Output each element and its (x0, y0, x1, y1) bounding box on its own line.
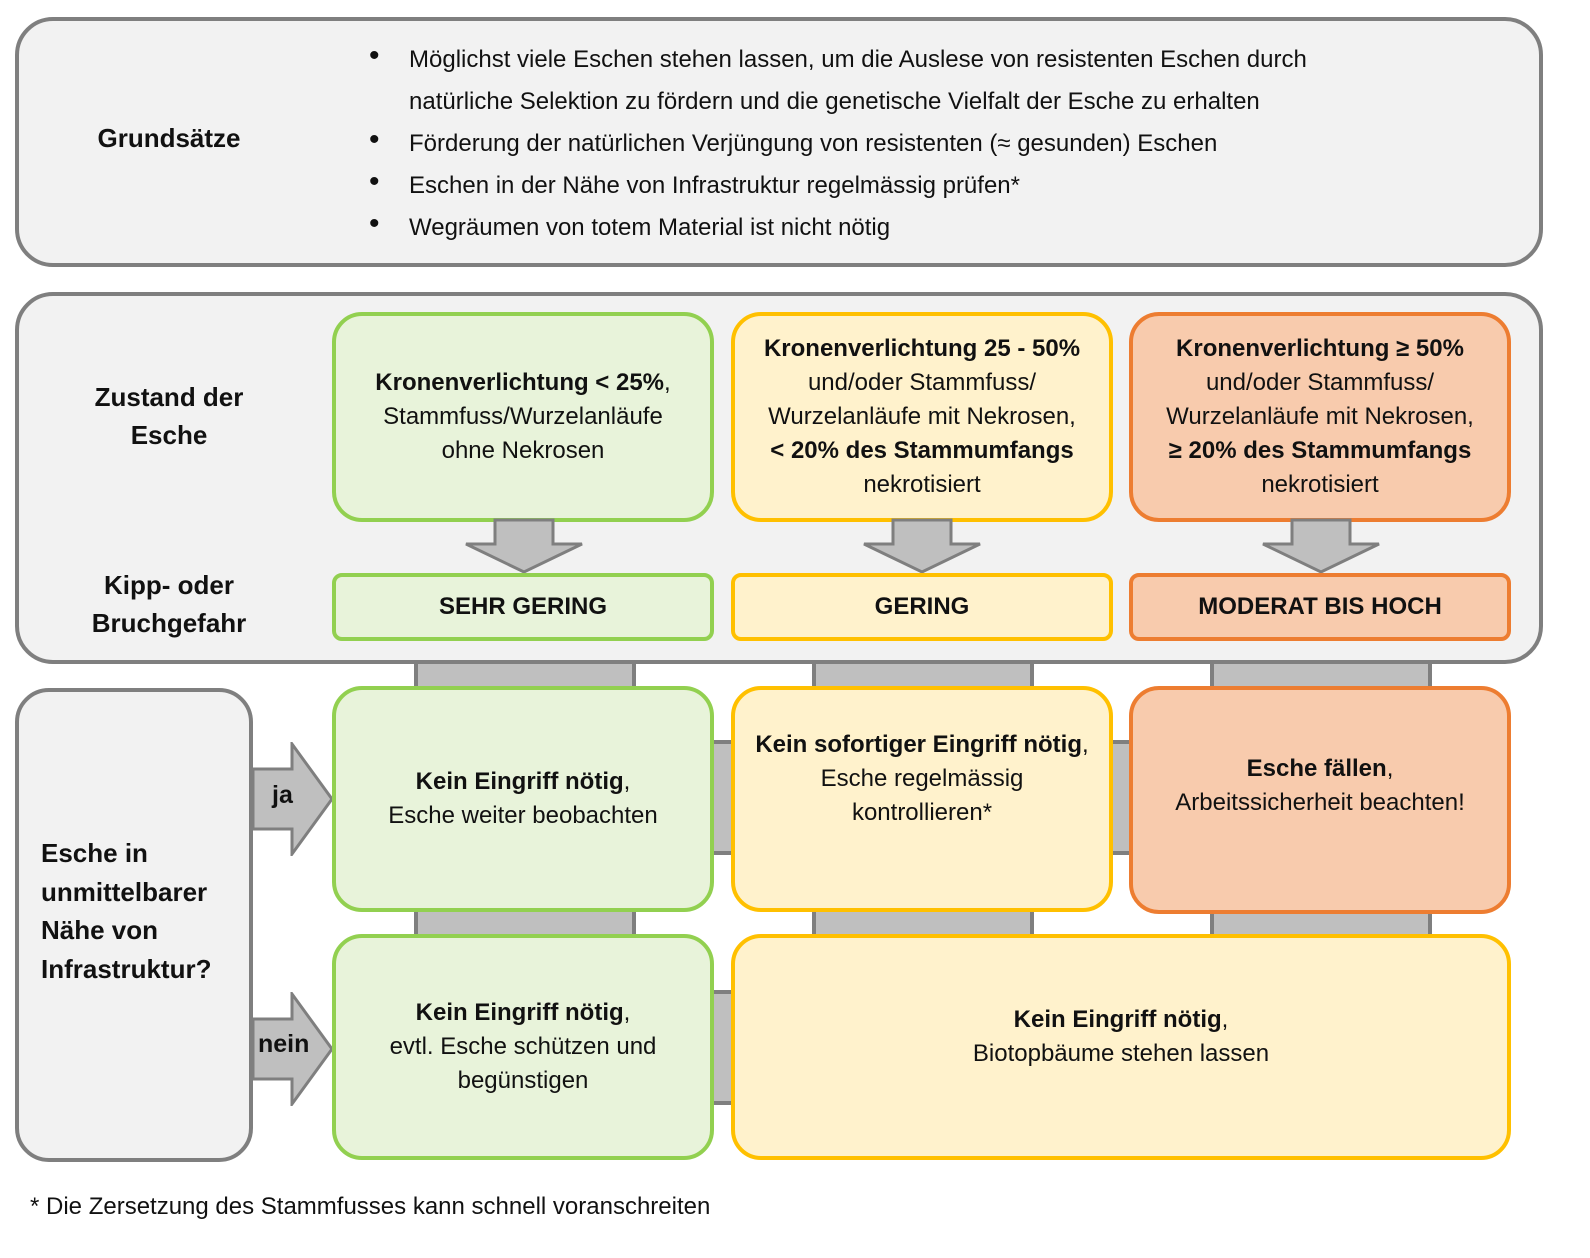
yes-label: ja (272, 781, 293, 809)
condition-line: Stammfuss/Wurzelanläufe (383, 403, 663, 430)
principles-panel: Grundsätze Möglichst viele Eschen stehen… (15, 17, 1543, 267)
principles-label: Grundsätze (97, 123, 241, 153)
condition-line: und/oder Stammfuss/ (807, 369, 1037, 396)
action-no-low-to-high: Kein Eingriff nötig, Biotopbäume stehen … (731, 934, 1511, 1160)
principle-item: Wegräumen von totem Material ist nicht n… (369, 203, 1469, 249)
condition-line: nekrotisiert (1261, 471, 1379, 498)
infrastructure-question-panel: Esche in unmittelbarer Nähe von Infrastr… (15, 688, 253, 1162)
action-yes-very-low: Kein Eingriff nötig, Esche weiter beobac… (332, 686, 714, 912)
condition-line: und/oder Stammfuss/ (1205, 369, 1435, 396)
risk-badge-low: GERING (731, 573, 1113, 641)
action-yes-moderate-high: Esche fällen, Arbeitssicherheit beachten… (1129, 686, 1511, 914)
principle-item: Möglichst viele Eschen stehen lassen, um… (369, 35, 1409, 123)
condition-line: < 20% des Stammumfangs (770, 437, 1074, 464)
action-yes-low: Kein sofortiger Eingriff nötig, Esche re… (731, 686, 1113, 912)
condition-line: ohne Nekrosen (441, 437, 605, 464)
condition-line: Wurzelanläufe mit Nekrosen, (1166, 403, 1474, 430)
footnote: * Die Zersetzung des Stammfusses kann sc… (30, 1193, 711, 1220)
down-arrow-icon (863, 518, 981, 574)
down-arrow-icon (465, 518, 583, 574)
condition-box-low: Kronenverlichtung < 25%, Stammfuss/Wurze… (332, 312, 714, 522)
condition-box-high: Kronenverlichtung ≥ 50% und/oder Stammfu… (1129, 312, 1511, 522)
condition-line: ≥ 20% des Stammumfangs (1168, 437, 1472, 464)
condition-line: Kronenverlichtung ≥ 50% (1176, 335, 1464, 362)
condition-line: Kronenverlichtung < 25%, (375, 369, 671, 396)
principles-list: Möglichst viele Eschen stehen lassen, um… (369, 35, 1469, 249)
right-arrow-icon (252, 742, 334, 856)
right-arrow-icon (252, 992, 334, 1106)
no-label: nein (258, 1030, 310, 1058)
principle-item: Förderung der natürlichen Verjüngung von… (369, 119, 1469, 165)
condition-line: Wurzelanläufe mit Nekrosen, (768, 403, 1076, 430)
condition-label: Zustand der Esche (94, 382, 244, 450)
risk-badge-very-low: SEHR GERING (332, 573, 714, 641)
condition-box-medium: Kronenverlichtung 25 - 50% und/oder Stam… (731, 312, 1113, 522)
action-no-very-low: Kein Eingriff nötig, evtl. Esche schütze… (332, 934, 714, 1160)
principle-item: Eschen in der Nähe von Infrastruktur reg… (369, 161, 1469, 207)
risk-label: Kipp- oder Bruchgefahr (91, 570, 247, 638)
infrastructure-question: Esche in unmittelbarer Nähe von Infrastr… (41, 838, 212, 984)
condition-line: nekrotisiert (863, 471, 981, 498)
risk-badge-moderate-high: MODERAT BIS HOCH (1129, 573, 1511, 641)
down-arrow-icon (1262, 518, 1380, 574)
condition-line: Kronenverlichtung 25 - 50% (763, 335, 1081, 362)
